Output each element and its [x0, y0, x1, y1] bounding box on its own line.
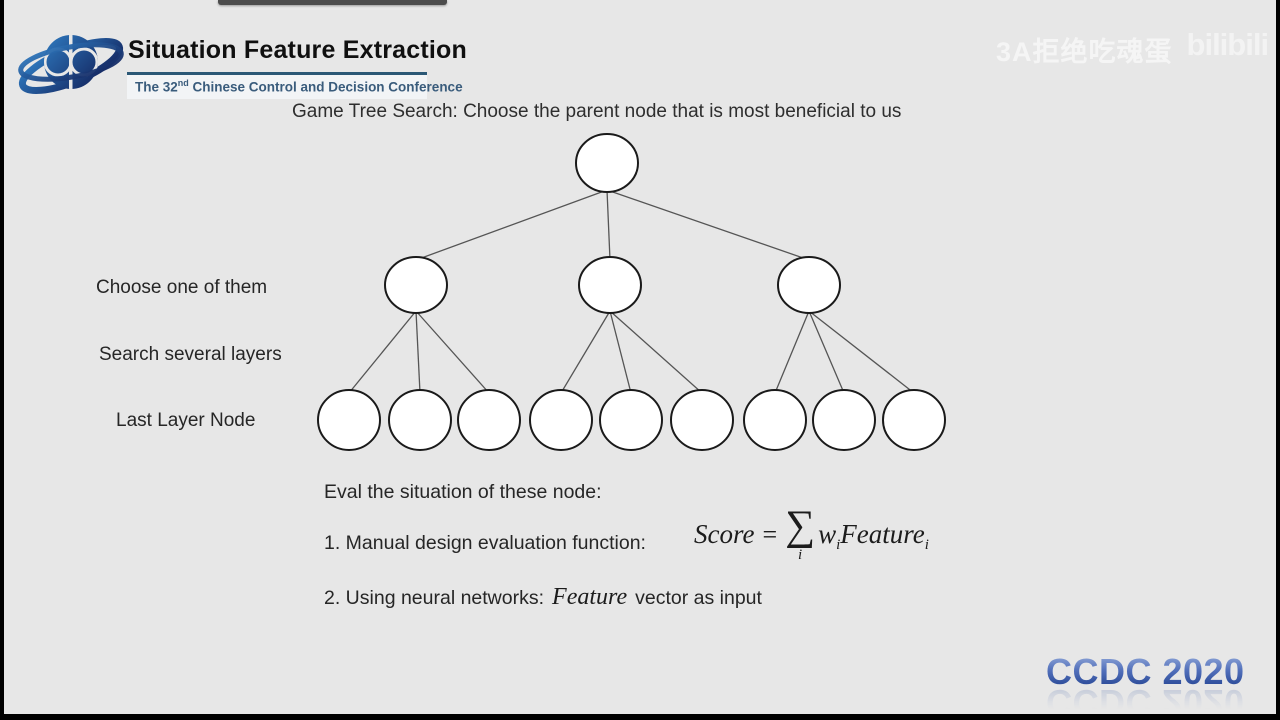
- item2-suffix: vector as input: [635, 587, 762, 609]
- ccdc-badge: CCDC 2020 CCDC 2020: [1046, 651, 1245, 715]
- tree-node-root: [575, 133, 639, 193]
- tree-node-l1: [317, 389, 381, 451]
- score-formula: Score = ∑ i w i Feature i: [694, 503, 929, 563]
- top-bar-fragment: [218, 0, 447, 5]
- page-title: Situation Feature Extraction: [128, 36, 467, 64]
- tree-edge: [774, 310, 810, 394]
- tree-node-m2: [578, 256, 642, 314]
- tree-edge: [808, 310, 915, 394]
- tree-edge: [609, 310, 703, 394]
- tree-edge: [415, 189, 608, 261]
- game-tree-diagram: [317, 133, 946, 451]
- tree-node-l8: [812, 389, 876, 451]
- row-label-last-layer: Last Layer Node: [116, 410, 256, 431]
- conference-banner: The 32nd Chinese Control and Decision Co…: [127, 72, 463, 99]
- item2-feature-math: Feature: [552, 584, 628, 610]
- slide: Situation Feature Extraction The 32nd Ch…: [4, 0, 1276, 714]
- tree-node-l3: [457, 389, 521, 451]
- tree-edge: [348, 310, 417, 394]
- item2-row: 2. Using neural networks: Feature vector…: [324, 584, 762, 611]
- tree-edge: [415, 310, 421, 394]
- tree-node-l7: [743, 389, 807, 451]
- ccdc-badge-reflection: CCDC 2020: [1046, 682, 1245, 714]
- tree-node-l9: [882, 389, 946, 451]
- tree-edge: [606, 189, 611, 261]
- ccdc-globe-logo: [16, 22, 126, 109]
- eval-intro: Eval the situation of these node:: [324, 481, 602, 503]
- row-label-choose: Choose one of them: [96, 277, 268, 298]
- tree-edge: [415, 310, 490, 394]
- row-label-search: Search several layers: [99, 344, 282, 365]
- slide-heading: Game Tree Search: Choose the parent node…: [292, 101, 902, 122]
- formula-term-feature: Feature i: [840, 519, 929, 554]
- ccdc-badge-text: CCDC 2020: [1046, 651, 1245, 692]
- tree-node-l6: [670, 389, 734, 451]
- tree-node-m1: [384, 256, 448, 314]
- formula-lhs: Score: [694, 519, 755, 550]
- tree-edge: [808, 310, 845, 394]
- tree-edge: [609, 310, 632, 394]
- tree-node-m3: [777, 256, 841, 314]
- conference-name: The 32nd Chinese Control and Decision Co…: [135, 78, 463, 95]
- tree-node-l5: [599, 389, 663, 451]
- formula-equals: =: [762, 519, 778, 549]
- item2-label: 2. Using neural networks:: [324, 587, 545, 609]
- tree-edge: [606, 189, 810, 261]
- item1-label: 1. Manual design evaluation function:: [324, 532, 646, 554]
- tree-node-l2: [388, 389, 452, 451]
- tree-node-l4: [529, 389, 593, 451]
- tree-edge: [560, 310, 611, 394]
- formula-term-w: w i: [818, 519, 841, 554]
- sigma-sum: ∑ i: [785, 503, 816, 563]
